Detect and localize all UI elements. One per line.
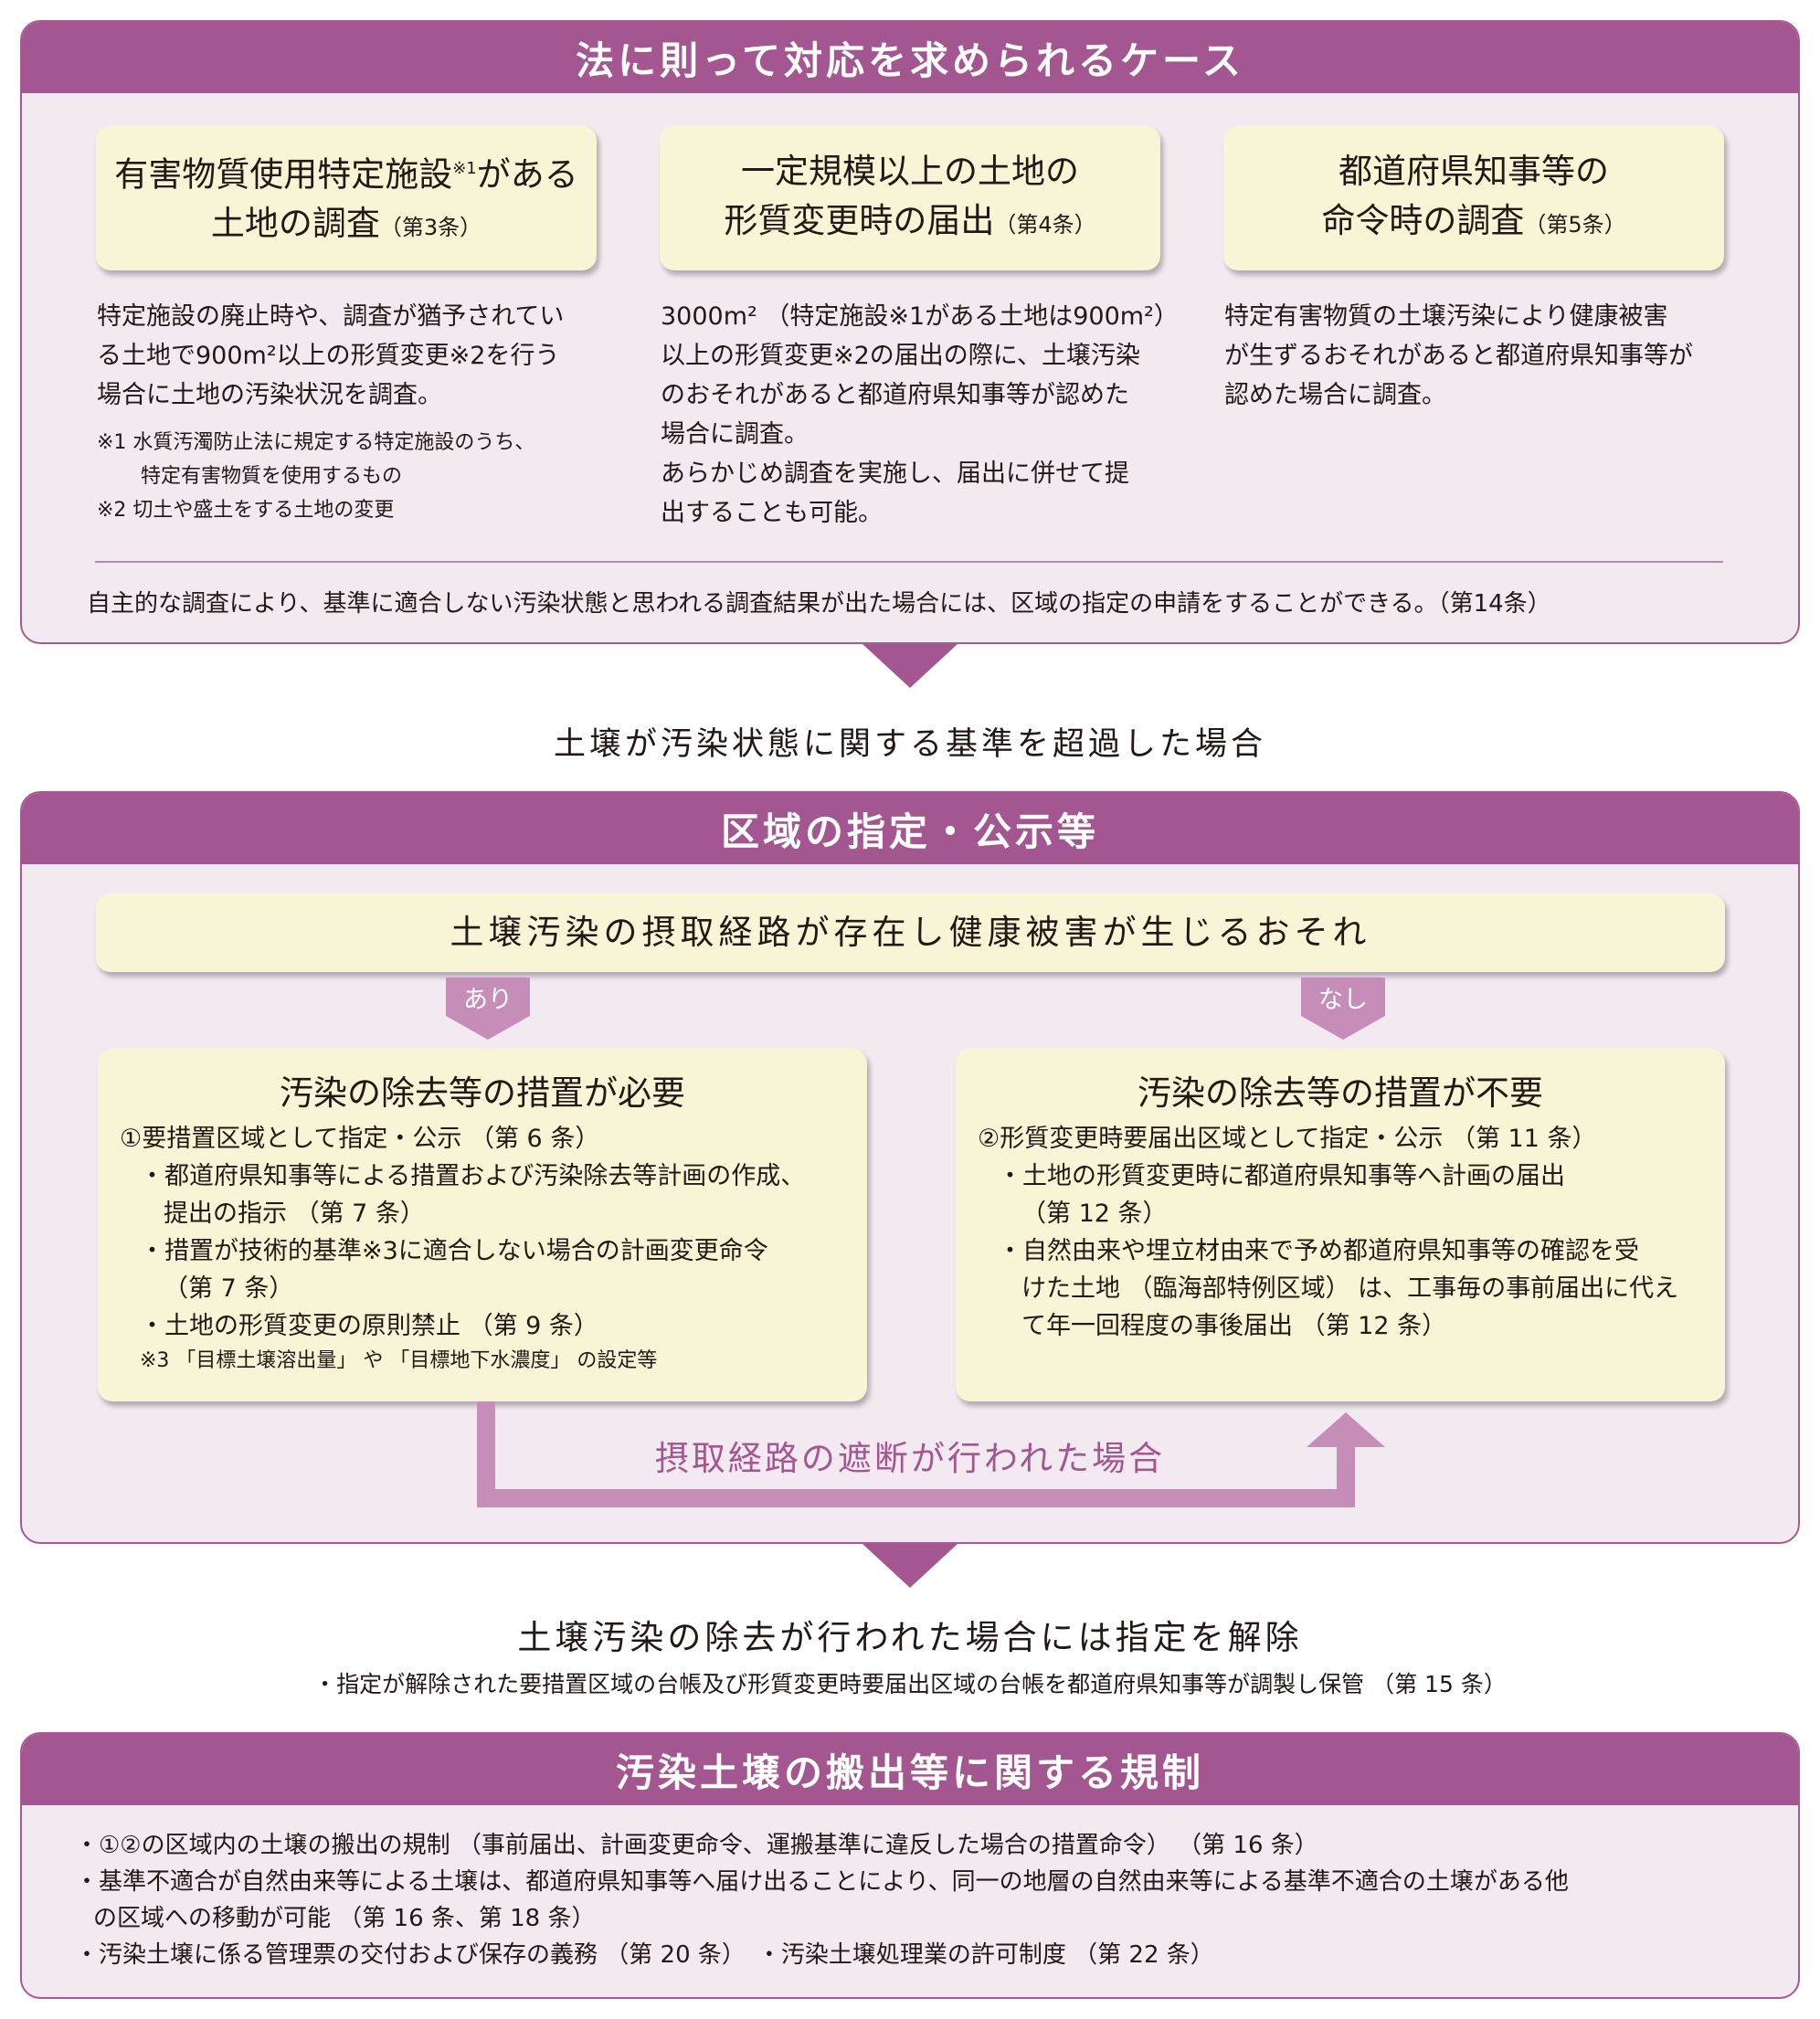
case-box-article3: 有害物質使用特定施設※1がある 土地の調査（第3条） [96, 126, 597, 270]
down-arrow-1 [862, 644, 958, 688]
tag-yes-arrow [446, 1016, 530, 1040]
measures-not-required-line: ②形質変更時要届出区域として指定・公示 （第 11 条） [978, 1125, 1597, 1153]
measures-not-required-line: て年一回程度の事後届出 （第 12 条） [1021, 1312, 1447, 1340]
measures-required-box: 汚染の除去等の措置が必要 ①要措置区域として指定・公示 （第 6 条） ・都道府… [98, 1049, 867, 1401]
route-blocked-label: 摂取経路の遮断が行われた場合 [654, 1439, 1166, 1478]
note-line: 特定有害物質を使用するもの [141, 465, 403, 488]
case-box-article4-article: （第4条） [994, 212, 1096, 238]
desc-line: 特定有害物質の土壌汚染により健康被害 [1224, 302, 1668, 331]
down-arrow-2 [862, 1544, 958, 1588]
measures-not-required-box: 汚染の除去等の措置が不要 ②形質変更時要届出区域として指定・公示 （第 11 条… [956, 1049, 1725, 1401]
regulation-item: の区域への移動が可能 （第 16 条、第 18 条） [93, 1905, 596, 1932]
measures-not-required-title: 汚染の除去等の措置が不要 [1138, 1073, 1543, 1113]
section-legal-cases: 法に則って対応を求められるケース [20, 20, 1800, 644]
case-box-article3-line2: 土地の調査 [210, 204, 380, 244]
measures-not-required-line: ・自然由来や埋立材由来で予め都道府県知事等の確認を受 [998, 1237, 1639, 1265]
measures-required-line: （第 7 条） [164, 1274, 294, 1303]
case-desc-article5: 特定有害物質の土壌汚染により健康被害 が生ずるおそれがあると都道府県知事等が 認… [1224, 297, 1754, 415]
section1-divider [95, 561, 1723, 563]
measures-required-title: 汚染の除去等の措置が必要 [280, 1073, 685, 1113]
measures-required-line: ①要措置区域として指定・公示 （第 6 条） [120, 1125, 600, 1153]
case-box-article5-article: （第5条） [1524, 212, 1626, 238]
measures-required-note: ※3 「目標土壌溶出量」 や 「目標地下水濃度」 の設定等 [140, 1349, 658, 1372]
measures-not-required-line: けた土地 （臨海部特例区域） は、工事毎の事前届出に代え [1021, 1274, 1679, 1303]
section-legal-cases-title: 法に則って対応を求められるケース [22, 22, 1798, 93]
ledger-note: ・指定が解除された要措置区域の台帳及び形質変更時要届出区域の台帳を都道府県知事等… [313, 1671, 1507, 1697]
note-line: ※2 切土や盛土をする土地の変更 [97, 499, 395, 522]
tag-yes-label: あり [446, 978, 530, 1016]
tag-no-label: なし [1301, 978, 1385, 1016]
desc-line: る土地で900m²以上の形質変更※2を行う [97, 342, 560, 370]
measures-required-line: ・土地の形質変更の原則禁止 （第 9 条） [140, 1312, 598, 1340]
case-desc-article4: 3000m² （特定施設※1がある土地は900m²） 以上の形質変更※2の届出の… [661, 297, 1190, 533]
case-box-article3-article: （第3条） [379, 215, 482, 241]
desc-line: 認めた場合に調査。 [1224, 381, 1446, 409]
tag-no: なし [1301, 978, 1385, 1040]
desc-line: 出することも可能。 [661, 499, 883, 527]
case-box-article3-line1: 有害物質使用特定施設 [114, 154, 453, 195]
case-box-article4-line1: 一定規模以上の土地の [741, 152, 1079, 191]
removal-regulations-list: ・①②の区域内の土壌の搬出の規制 （事前届出、計画変更命令、運搬基準に違反した場… [22, 1805, 1798, 1973]
measures-required-line: ・都道府県知事等による措置および汚染除去等計画の作成、 [140, 1162, 806, 1190]
regulation-item: ・①②の区域内の土壌の搬出の規制 （事前届出、計画変更命令、運搬基準に違反した場… [75, 1832, 1318, 1859]
threshold-exceeded-text: 土壌が汚染状態に関する基準を超過した場合 [553, 726, 1266, 763]
measures-required-line: 提出の指示 （第 7 条） [164, 1200, 425, 1228]
case-box-article3-line1-after: がある [476, 154, 578, 195]
section-removal-regulations-title: 汚染土壌の搬出等に関する規制 [22, 1734, 1798, 1805]
case-box-article5-line2: 命令時の調査 [1321, 201, 1525, 240]
measures-not-required-line: （第 12 条） [1021, 1200, 1168, 1228]
case-notes-article3: ※1 水質汚濁防止法に規定する特定施設のうち、 特定有害物質を使用するもの ※2… [97, 426, 645, 527]
health-risk-box: 土壌汚染の摂取経路が存在し健康被害が生じるおそれ [96, 893, 1725, 972]
note-line: ※1 水質汚濁防止法に規定する特定施設のうち、 [97, 431, 535, 454]
desc-line: が生ずるおそれがあると都道府県知事等が [1224, 342, 1693, 370]
footnote-mark-1: ※1 [452, 158, 477, 178]
desc-line: のおそれがあると都道府県知事等が認めた [661, 381, 1129, 409]
desc-line: 場合に土地の汚染状況を調査。 [97, 381, 442, 409]
case-box-article4-line2: 形質変更時の届出 [724, 201, 995, 240]
desc-line: 3000m² （特定施設※1がある土地は900m²） [661, 302, 1179, 331]
tag-no-arrow [1301, 1016, 1385, 1040]
measures-required-line: ・措置が技術的基準※3に適合しない場合の計画変更命令 [140, 1237, 768, 1265]
desc-line: 場合に調査。 [661, 420, 809, 449]
case-desc-article3: 特定施設の廃止時や、調査が猶予されてい る土地で900m²以上の形質変更※2を行… [97, 297, 618, 415]
voluntary-survey-note: 自主的な調査により、基準に適合しない汚染状態と思われる調査結果が出た場合には、区… [87, 590, 1551, 618]
tag-yes: あり [446, 978, 530, 1040]
desc-line: 特定施設の廃止時や、調査が猶予されてい [97, 302, 565, 331]
regulation-item: ・汚染土壌に係る管理票の交付および保存の義務 （第 20 条） ・汚染土壌処理業… [75, 1941, 1214, 1969]
designation-lifted-text: 土壌汚染の除去が行われた場合には指定を解除 [517, 1618, 1303, 1657]
section-zone-designation-title: 区域の指定・公示等 [22, 793, 1798, 864]
desc-line: 以上の形質変更※2の届出の際に、土壌汚染 [661, 342, 1140, 370]
case-box-article4: 一定規模以上の土地の 形質変更時の届出（第4条） [660, 126, 1160, 270]
case-box-article5: 都道府県知事等の 命令時の調査（第5条） [1223, 126, 1724, 270]
section-removal-regulations: 汚染土壌の搬出等に関する規制 ・①②の区域内の土壌の搬出の規制 （事前届出、計画… [20, 1732, 1800, 1999]
desc-line: あらかじめ調査を実施し、届出に併せて提 [661, 460, 1129, 488]
case-box-article5-line1: 都道府県知事等の [1339, 152, 1609, 191]
measures-not-required-line: ・土地の形質変更時に都道府県知事等へ計画の届出 [998, 1162, 1565, 1190]
regulation-item: ・基準不適合が自然由来等による土壌は、都道府県知事等へ届け出ることにより、同一の… [75, 1868, 1569, 1896]
